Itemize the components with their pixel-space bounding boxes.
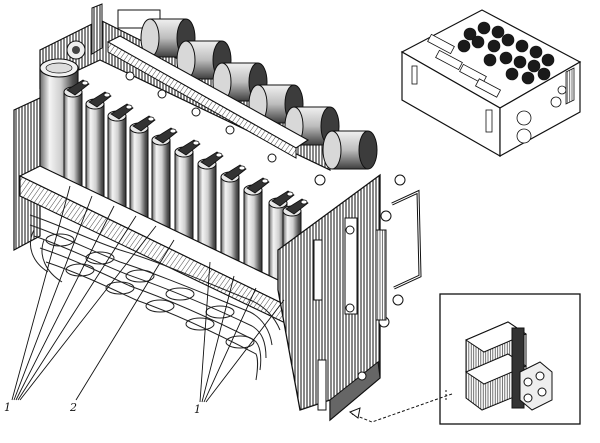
detail-pointer-arrow xyxy=(351,393,453,423)
main-assembly xyxy=(13,3,422,422)
inset-components xyxy=(457,21,555,85)
callout-label-1-left: 1 xyxy=(4,401,11,414)
carry-handle xyxy=(391,189,422,290)
callout-label-2: 2 xyxy=(69,401,77,414)
back-upper-board xyxy=(91,3,103,55)
leader-lines xyxy=(11,185,285,403)
inset-detail-view xyxy=(348,293,581,425)
inset-unit-overview xyxy=(400,9,582,158)
wiring-harness xyxy=(29,214,281,381)
terminal-posts xyxy=(125,71,326,186)
callout-label-1-right: 1 xyxy=(194,403,201,416)
connector-slot xyxy=(313,239,323,301)
